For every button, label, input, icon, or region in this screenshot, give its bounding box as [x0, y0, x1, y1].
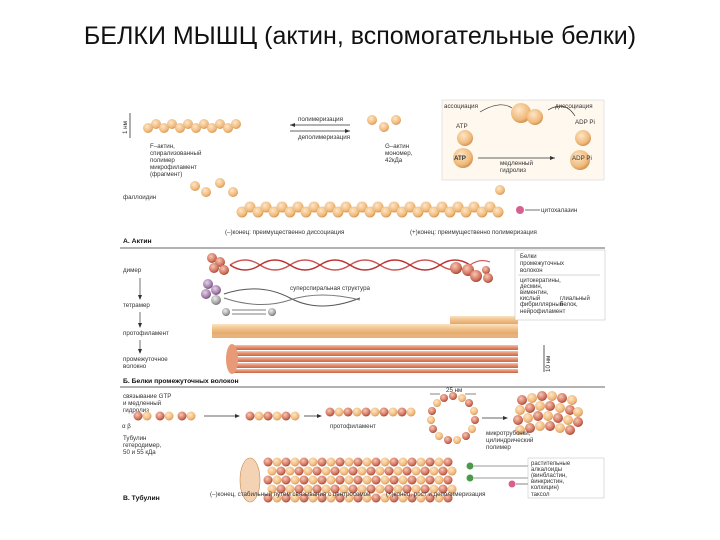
- page-title: БЕЛКИ МЫШЦ (актин, вспомогательные белки…: [83, 22, 637, 50]
- actin-section-heading: А. Актин: [123, 238, 152, 245]
- f-actin-label: F–актин, спирализованный полимер микрофи…: [150, 143, 203, 178]
- polymerization-label: полимеризация: [298, 116, 343, 123]
- tubulin-protofilament-label: протофиламент: [330, 423, 376, 430]
- depolymerization-label: деполимеризация: [298, 134, 350, 141]
- actin-scale-label: 1 нм: [122, 121, 129, 134]
- if-proteins-box: Белки промежуточных волокон цитокератины…: [514, 249, 606, 321]
- tubulin-dimers: [133, 411, 300, 421]
- microtubule-cylinder: [513, 391, 583, 435]
- tubulin-label: Тубулин гетеродимер, 50 и 55 кДа: [123, 435, 163, 456]
- plus-end-tubulin-label: (+)конец, рост и деполимеризация: [386, 491, 486, 498]
- minus-end-actin-label: (–)конец: преимущественно диссоциация: [225, 229, 344, 236]
- minus-end-tubulin-label: (–)конец, стабильный путем связывания с …: [210, 491, 371, 498]
- cytochalasin-marker: [516, 206, 524, 214]
- supercoil-label: суперспиральная структура: [290, 285, 371, 292]
- protofilament-bar: [212, 324, 518, 334]
- intermediate-scale-label: 10 нм: [545, 356, 552, 372]
- atp-label-bottom: ATP: [454, 155, 466, 162]
- g-actin-label: G–актин мономер, 42кДа: [385, 143, 414, 164]
- dissociation-label: диссоциация: [555, 103, 593, 110]
- cytochalasin-label: цитохалазин: [541, 207, 577, 214]
- adp-label-bottom: ADP Pi: [572, 155, 592, 162]
- alpha-beta-label: α β: [122, 423, 131, 430]
- atp-label-top: ATP: [456, 123, 468, 130]
- actin-section: 1 нм полимеризация деполимеризация: [120, 99, 605, 249]
- g-actin-monomers: [367, 115, 401, 132]
- coiled-coil-strand-2: [229, 259, 471, 271]
- microtubule-size-label: 25 нм: [446, 387, 462, 394]
- microtubule-label: микротрубочки, цилиндрический полимер: [486, 430, 535, 451]
- tetramer-label: тетрамер: [123, 302, 150, 309]
- association-label: ассоциация: [444, 103, 478, 110]
- intermediate-filament-label: промежуточное волокно: [123, 356, 170, 370]
- alkaloid-marker-2: [466, 474, 474, 482]
- tubulin-protofilament: [325, 407, 416, 417]
- intermediate-filament-cylinder: [226, 344, 518, 374]
- f-actin-fragment: [143, 119, 241, 133]
- dimer-label: димер: [123, 267, 142, 274]
- gtp-binding-label: связывание GTP и медленный гидролиз: [123, 393, 173, 414]
- slow-hydrolysis-label: медленный гидролиз: [500, 160, 535, 174]
- tubulin-section: связывание GTP и медленный гидролиз α β …: [122, 387, 605, 503]
- protofilament-if-label: протофиламент: [123, 330, 169, 337]
- if-proteins-list: цитокератины, десмин, виментин, кислый ф…: [520, 278, 592, 315]
- microtubule-ring: [427, 392, 479, 444]
- tubulin-section-heading: В. Тубулин: [123, 494, 160, 502]
- plus-end-actin-label: (+)конец: преимущественно полимеризация: [410, 229, 537, 236]
- alkaloids-label: растительные алкалоиды (винбластин, винк…: [531, 461, 572, 491]
- intermediate-section-heading: Б. Белки промежуточных волокон: [123, 378, 239, 385]
- microtubule-lattice: [239, 457, 457, 503]
- taxol-label: таксол: [531, 492, 550, 498]
- intermediate-filaments-section: димер тетрамер протофиламент промежуточн…: [120, 249, 606, 388]
- alkaloid-marker-1: [466, 462, 474, 470]
- taxol-marker: [508, 480, 516, 488]
- f-actin-filament: [236, 201, 504, 218]
- atp-cycle: ассоциация диссоциация ATP ADP Pi ATP ме…: [441, 99, 605, 181]
- phalloidin-label: фаллоидин: [123, 194, 156, 201]
- adp-label-top: ADP Pi: [575, 119, 595, 126]
- if-proteins-title: Белки промежуточных волокон: [520, 254, 566, 274]
